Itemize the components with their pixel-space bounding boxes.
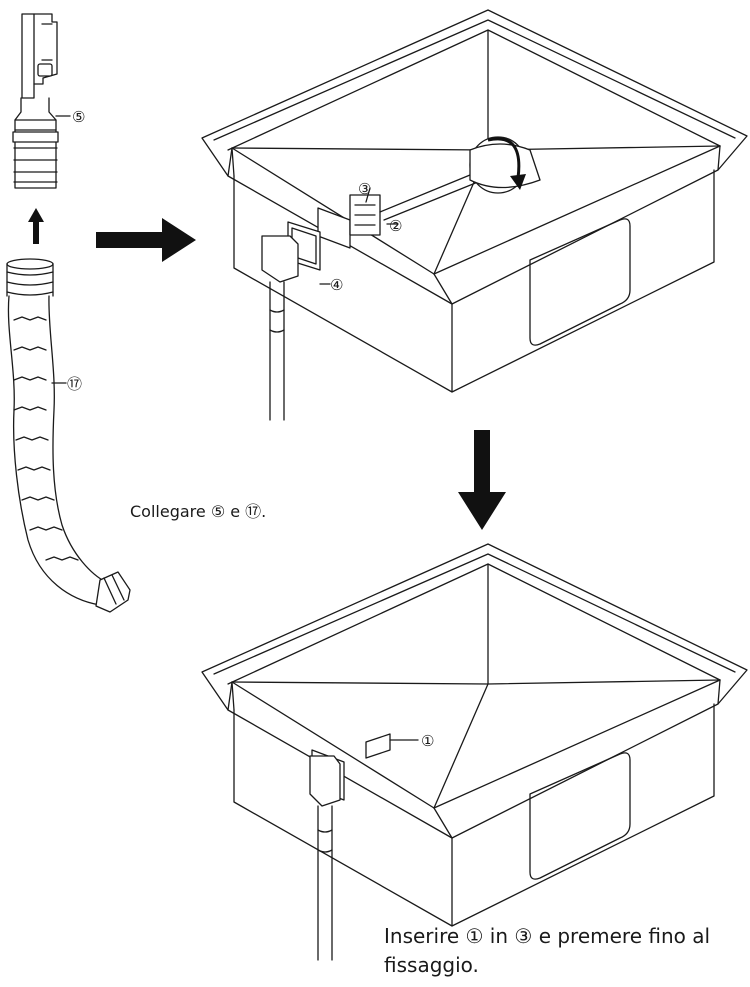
arrow-down-icon xyxy=(458,430,506,530)
sink-step-1 xyxy=(201,9,748,421)
callout-2: ② xyxy=(389,217,402,235)
callout-4: ④ xyxy=(330,276,343,294)
arrow-right-icon xyxy=(96,218,196,262)
caption-connect-parts: Collegare ⑤ e ⑰. xyxy=(130,502,267,521)
callout-labels: ⑤ ⑰ ③ ② ④ ① xyxy=(67,108,434,750)
callout-3: ③ xyxy=(358,180,371,198)
overflow-adapter-part xyxy=(12,13,71,189)
rotate-arrow-icon xyxy=(487,137,526,190)
callout-1: ① xyxy=(421,732,434,750)
arrow-up-icon xyxy=(28,208,44,244)
step-arrows xyxy=(28,208,506,530)
sink-step-2 xyxy=(201,543,748,961)
caption-insert-instruction: Inserire ① in ③ e premere fino al fissag… xyxy=(384,924,711,977)
callout-5: ⑤ xyxy=(72,108,85,126)
flexible-hose-part xyxy=(6,258,131,613)
callout-17: ⑰ xyxy=(67,375,82,393)
